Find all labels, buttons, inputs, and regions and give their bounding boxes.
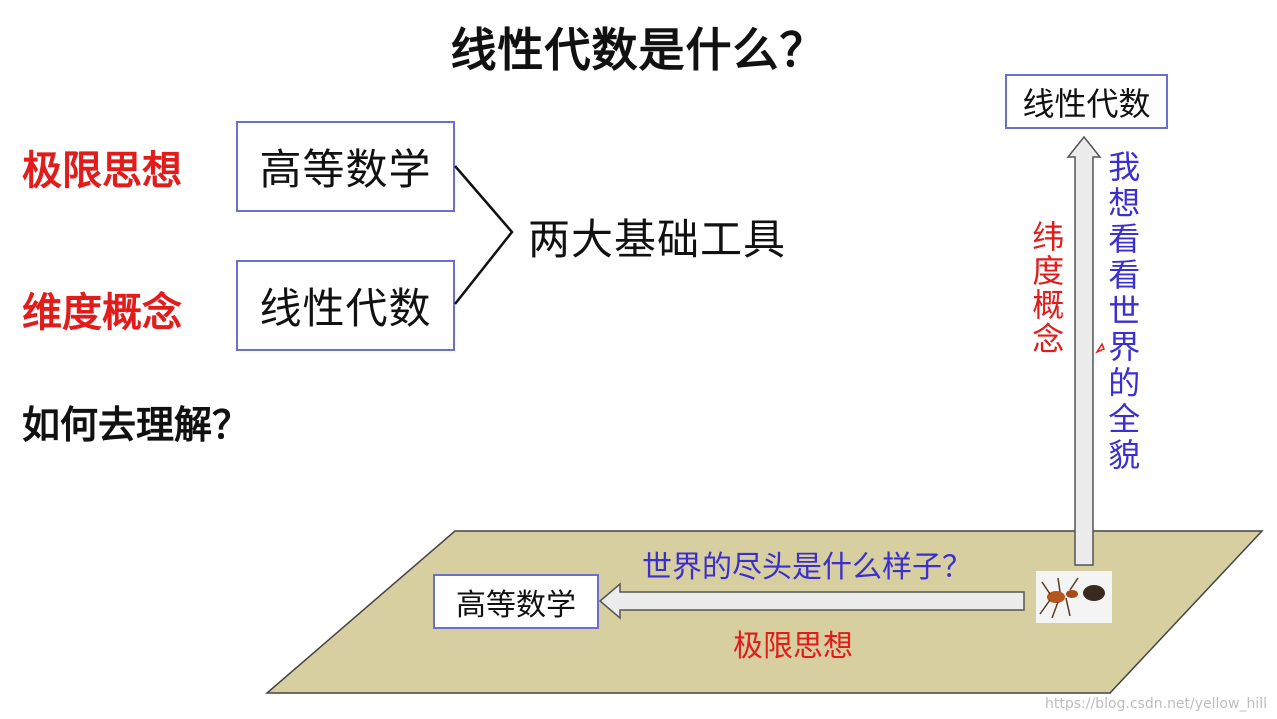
see-whole-world-text: 我想看看世界的全貌 <box>1103 150 1142 474</box>
latitude-concept-text: 纬度概念 <box>1027 220 1066 356</box>
page-title: 线性代数是什么？ <box>450 23 827 77</box>
up-arrow <box>1066 135 1102 566</box>
see-whole-world-label: 我想看看世界的全貌 <box>1103 150 1142 474</box>
latitude-concept-label: 纬度概念 <box>1027 220 1066 356</box>
how-to-understand-question: 如何去理解？ <box>22 403 251 447</box>
linear-algebra-box: 线性代数 <box>236 260 455 351</box>
top-linear-algebra-box: 线性代数 <box>1005 74 1168 129</box>
plane-limit-thought-label: 极限思想 <box>733 629 853 664</box>
plane-calculus-label: 高等数学 <box>456 587 576 623</box>
top-linear-algebra-label: 线性代数 <box>1022 84 1151 123</box>
calculus-box-label: 高等数学 <box>259 145 432 194</box>
plane-calculus-box: 高等数学 <box>433 574 599 629</box>
ant-icon <box>1036 571 1112 623</box>
watermark: https://blog.csdn.net/yellow_hill <box>1045 696 1267 712</box>
ground-plane <box>264 530 1264 694</box>
dimension-concept-label: 维度概念 <box>22 290 182 336</box>
cursor-mark <box>1095 342 1105 354</box>
linear-algebra-box-label: 线性代数 <box>259 284 432 333</box>
limit-thought-label: 极限思想 <box>22 148 182 194</box>
two-basic-tools-label: 两大基础工具 <box>528 215 787 264</box>
calculus-box: 高等数学 <box>236 121 455 212</box>
left-arrow <box>598 582 1025 620</box>
world-end-question: 世界的尽头是什么样子？ <box>642 550 972 585</box>
